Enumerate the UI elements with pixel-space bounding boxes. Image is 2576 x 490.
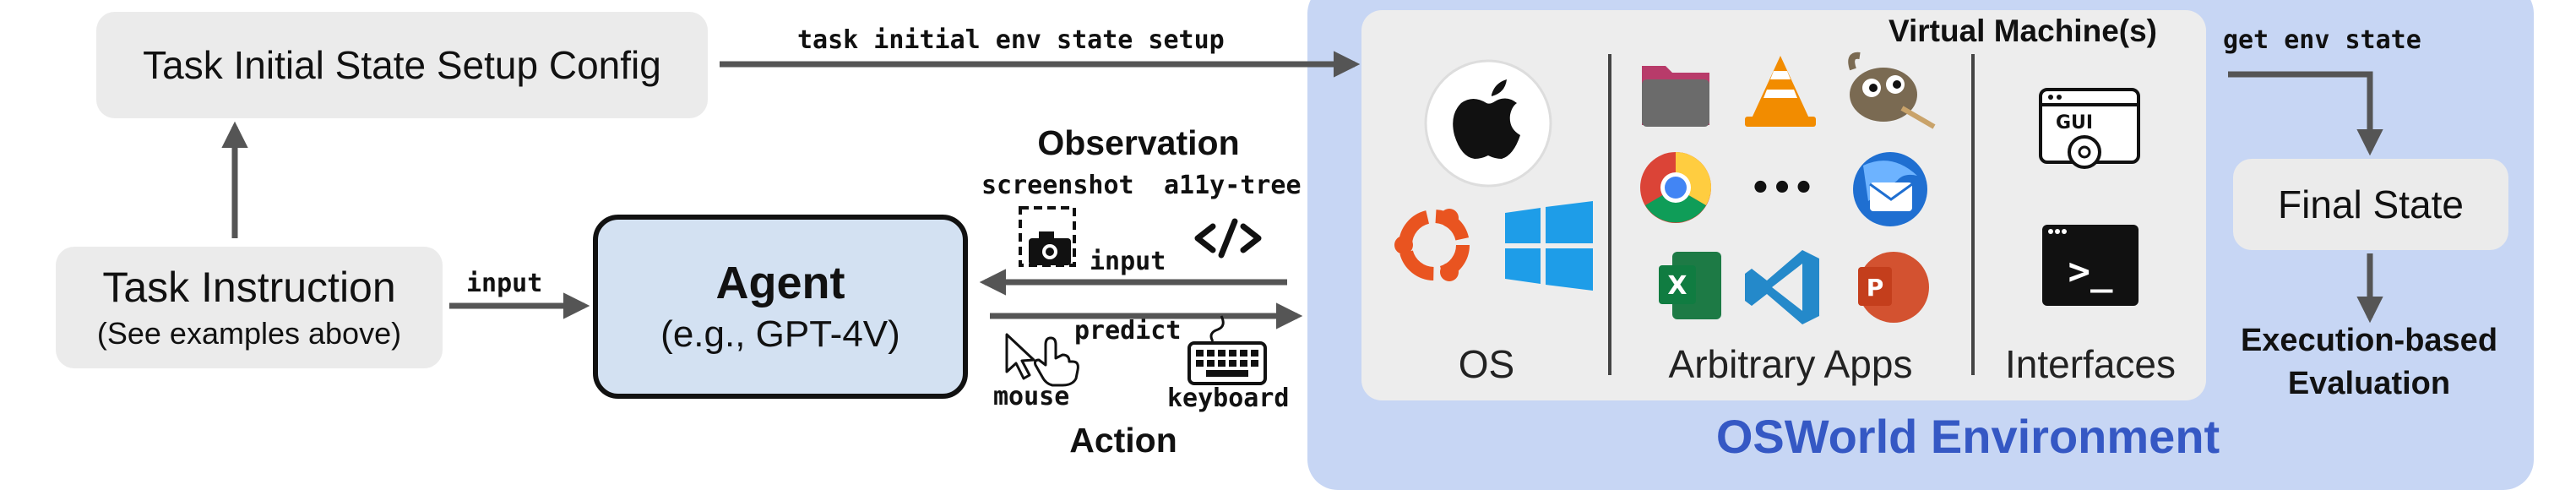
vm-divider-1: [1608, 54, 1611, 375]
svg-text:P: P: [1867, 274, 1884, 302]
agent-box: Agent (e.g., GPT-4V): [593, 215, 968, 399]
powerpoint-icon: P: [1858, 252, 1929, 323]
cursor-icon: [1005, 333, 1035, 380]
vm-title: Virtual Machine(s): [1888, 14, 2157, 48]
get-state-label: get env state: [2223, 25, 2421, 55]
terminal-icon: >_: [2042, 225, 2139, 306]
final-state-box: Final State: [2233, 159, 2508, 250]
keyboard-label: keyboard: [1167, 384, 1290, 413]
action-arrow-label: predict: [1074, 316, 1182, 346]
gui-settings-icon: GUI: [2039, 88, 2140, 169]
observation-arrow-label: input: [1090, 247, 1166, 276]
chrome-icon: [1640, 152, 1711, 223]
svg-text:>_: >_: [2068, 250, 2113, 293]
evaluation-label: Execution-based Evaluation: [2196, 319, 2542, 406]
agent-subtitle: (e.g., GPT-4V): [660, 313, 900, 355]
instruction-arrow-label: input: [466, 269, 543, 298]
ubuntu-icon: [1394, 209, 1470, 281]
task-instruction-title: Task Instruction: [102, 264, 396, 311]
agent-title: Agent: [715, 258, 845, 308]
hand-icon: [1034, 336, 1079, 387]
observation-title: Observation: [1037, 123, 1240, 162]
gimp-icon: [1848, 52, 1936, 129]
excel-icon: X: [1659, 252, 1721, 319]
environment-title: OSWorld Environment: [1715, 410, 2220, 463]
os-label: OS: [1458, 342, 1515, 386]
task-instruction-subtitle: (See examples above): [96, 316, 402, 351]
folder-icon: [1642, 66, 1709, 127]
a11y-tree-label: a11y-tree: [1164, 171, 1302, 200]
screenshot-label: screenshot: [981, 171, 1134, 200]
vlc-icon: [1745, 56, 1816, 127]
action-title: Action: [1069, 421, 1177, 460]
camera-icon: [1019, 206, 1076, 267]
setup-arrow-label: task initial env state setup: [797, 25, 1225, 55]
get-state-arrow: [2228, 71, 2383, 156]
apps-label: Arbitrary Apps: [1668, 342, 1913, 386]
setup-config-label: Task Initial State Setup Config: [143, 43, 661, 87]
mouse-label: mouse: [993, 382, 1070, 411]
apple-icon: [1424, 59, 1552, 188]
evaluation-line-2: Evaluation: [2287, 366, 2451, 401]
final-state-label: Final State: [2278, 182, 2464, 226]
more-apps-icon: •••: [1750, 169, 1815, 208]
svg-text:GUI: GUI: [2056, 112, 2093, 133]
setup-config-box: Task Initial State Setup Config: [96, 12, 708, 118]
task-instruction-box: Task Instruction (See examples above): [56, 247, 443, 368]
vm-divider-2: [1971, 54, 1975, 375]
interfaces-label: Interfaces: [2005, 342, 2176, 386]
svg-text:X: X: [1667, 271, 1687, 301]
code-icon: [1194, 218, 1262, 259]
vscode-icon: [1745, 250, 1819, 324]
thunderbird-icon: [1853, 152, 1927, 226]
windows-icon: [1505, 201, 1593, 291]
keyboard-icon: [1187, 315, 1267, 385]
evaluation-line-1: Execution-based: [2240, 323, 2498, 358]
